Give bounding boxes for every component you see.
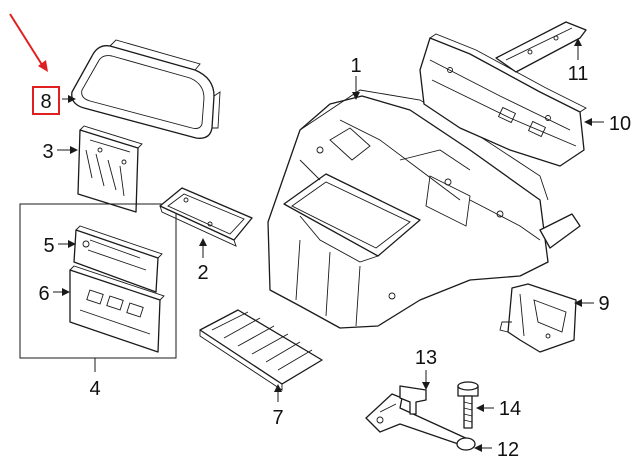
callout-11: 11 (568, 63, 589, 85)
part-1-structure (267, 89, 581, 329)
part-2-tray (159, 187, 253, 247)
part-7-plate (199, 309, 323, 391)
part-10-cowl (419, 33, 587, 167)
highlight-box (32, 86, 60, 115)
part-6-bracket (69, 265, 165, 353)
callout-10: 10 (609, 113, 631, 135)
callout-6: 6 (38, 283, 49, 305)
callout-2: 2 (197, 262, 208, 284)
callout-7: 7 (272, 407, 283, 429)
callout-1: 1 (350, 55, 361, 77)
part-12-strut (365, 393, 476, 451)
highlight-marker (9, 13, 60, 115)
leader-lines (53, 38, 604, 452)
part-11-bracket (495, 21, 587, 73)
callout-5: 5 (43, 235, 54, 257)
part-14-bolt (457, 381, 479, 429)
callout-13: 13 (415, 347, 437, 369)
part-3-panel (77, 125, 143, 213)
part-9-bracket (499, 283, 577, 353)
callout-9: 9 (598, 293, 609, 315)
highlight-arrowhead (38, 60, 48, 72)
highlight-arrow (9, 13, 45, 69)
callout-3: 3 (42, 141, 53, 163)
callout-14: 14 (499, 398, 521, 420)
group-4-box (19, 203, 177, 359)
callout-12: 12 (497, 439, 519, 461)
part-5-bracket (73, 225, 163, 293)
part-8-frame (71, 39, 221, 139)
callout-8: 8 (40, 91, 51, 113)
callout-4: 4 (89, 378, 100, 400)
callout-labels: 1 2 3 4 5 6 7 8 9 10 11 12 13 14 (38, 55, 631, 461)
part-13-clip (399, 385, 427, 415)
